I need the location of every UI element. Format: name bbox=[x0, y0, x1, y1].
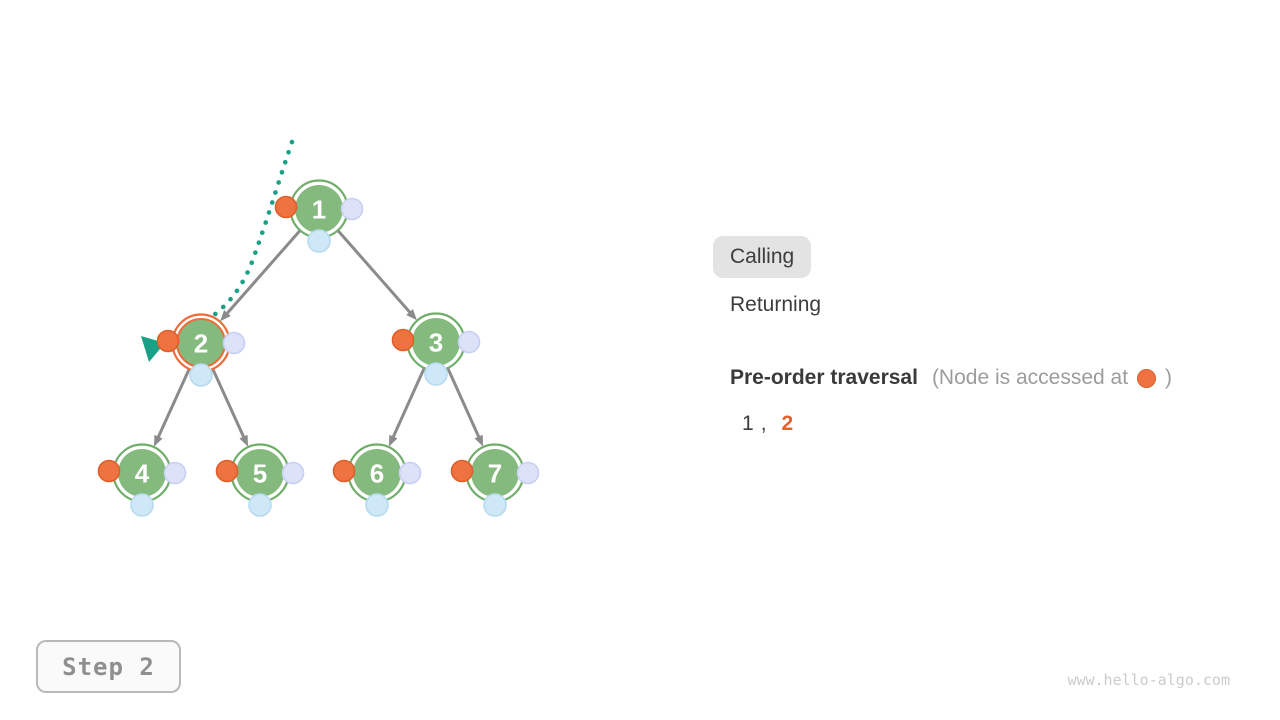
tree-edge bbox=[388, 365, 427, 447]
tree-edge bbox=[153, 366, 192, 447]
tree-edge bbox=[220, 227, 303, 322]
postorder-dot-icon bbox=[281, 461, 305, 485]
node-label: 4 bbox=[135, 458, 150, 488]
sequence-separator: , bbox=[760, 412, 767, 435]
preorder-dot-icon bbox=[156, 329, 180, 353]
returning-state-label: Returning bbox=[730, 293, 822, 316]
node-label: 3 bbox=[429, 327, 443, 357]
preorder-dot-icon bbox=[450, 459, 474, 483]
tree-node-6: 6 bbox=[332, 443, 422, 517]
node-label: 1 bbox=[312, 194, 326, 224]
access-dot-icon bbox=[1137, 368, 1157, 388]
node-circle bbox=[353, 449, 401, 497]
postorder-dot-icon bbox=[163, 461, 187, 485]
inorder-dot-icon bbox=[307, 229, 331, 253]
tree-node-4: 4 bbox=[97, 443, 187, 517]
tree-node-7: 7 bbox=[450, 443, 540, 517]
node-circle bbox=[412, 318, 460, 366]
visited-sequence: 1,2 bbox=[742, 412, 793, 436]
tree-node-2: 2 bbox=[156, 313, 246, 387]
traversal-title: Pre-order traversal bbox=[730, 366, 918, 389]
inorder-dot-icon bbox=[130, 493, 154, 517]
step-counter-badge: Step 2 bbox=[36, 640, 181, 693]
calling-state-badge: Calling bbox=[713, 236, 812, 278]
traversal-note-close-paren: ) bbox=[1165, 366, 1173, 389]
postorder-dot-icon bbox=[398, 461, 422, 485]
node-circle bbox=[471, 449, 519, 497]
postorder-dot-icon bbox=[340, 197, 364, 221]
postorder-dot-icon bbox=[222, 331, 246, 355]
node-label: 5 bbox=[253, 458, 267, 488]
tree-node-3: 3 bbox=[391, 312, 481, 386]
inorder-dot-icon bbox=[365, 493, 389, 517]
node-label: 2 bbox=[194, 328, 208, 358]
tree-node-5: 5 bbox=[215, 443, 305, 517]
postorder-dot-icon bbox=[457, 330, 481, 354]
tree-edge bbox=[210, 366, 249, 447]
sequence-current-value: 2 bbox=[781, 412, 794, 435]
traversal-note-text: (Node is accessed at bbox=[931, 366, 1129, 389]
preorder-dot-icon bbox=[215, 459, 239, 483]
node-label: 6 bbox=[370, 458, 384, 488]
tree-node-1: 1 bbox=[274, 179, 364, 253]
traversal-note: (Node is accessed at ) bbox=[932, 366, 1172, 390]
node-circle bbox=[236, 449, 284, 497]
node-circle bbox=[118, 449, 166, 497]
preorder-dot-icon bbox=[97, 459, 121, 483]
preorder-dot-icon bbox=[391, 328, 415, 352]
tree-edge bbox=[335, 227, 417, 321]
inorder-dot-icon bbox=[483, 493, 507, 517]
inorder-dot-icon bbox=[189, 363, 213, 387]
preorder-dot-icon bbox=[274, 195, 298, 219]
traversal-caption: Pre-order traversal (Node is accessed at… bbox=[730, 366, 1172, 390]
sequence-value: 1 bbox=[742, 412, 754, 435]
tree-edge bbox=[445, 365, 484, 447]
inorder-dot-icon bbox=[424, 362, 448, 386]
node-circle bbox=[295, 185, 343, 233]
inorder-dot-icon bbox=[248, 493, 272, 517]
call-state-legend: Calling Returning bbox=[713, 236, 821, 317]
recursion-trail-dotted-path bbox=[163, 139, 295, 342]
node-label: 7 bbox=[488, 458, 502, 488]
site-watermark: www.hello-algo.com bbox=[1067, 671, 1230, 689]
postorder-dot-icon bbox=[516, 461, 540, 485]
preorder-dot-icon bbox=[332, 459, 356, 483]
